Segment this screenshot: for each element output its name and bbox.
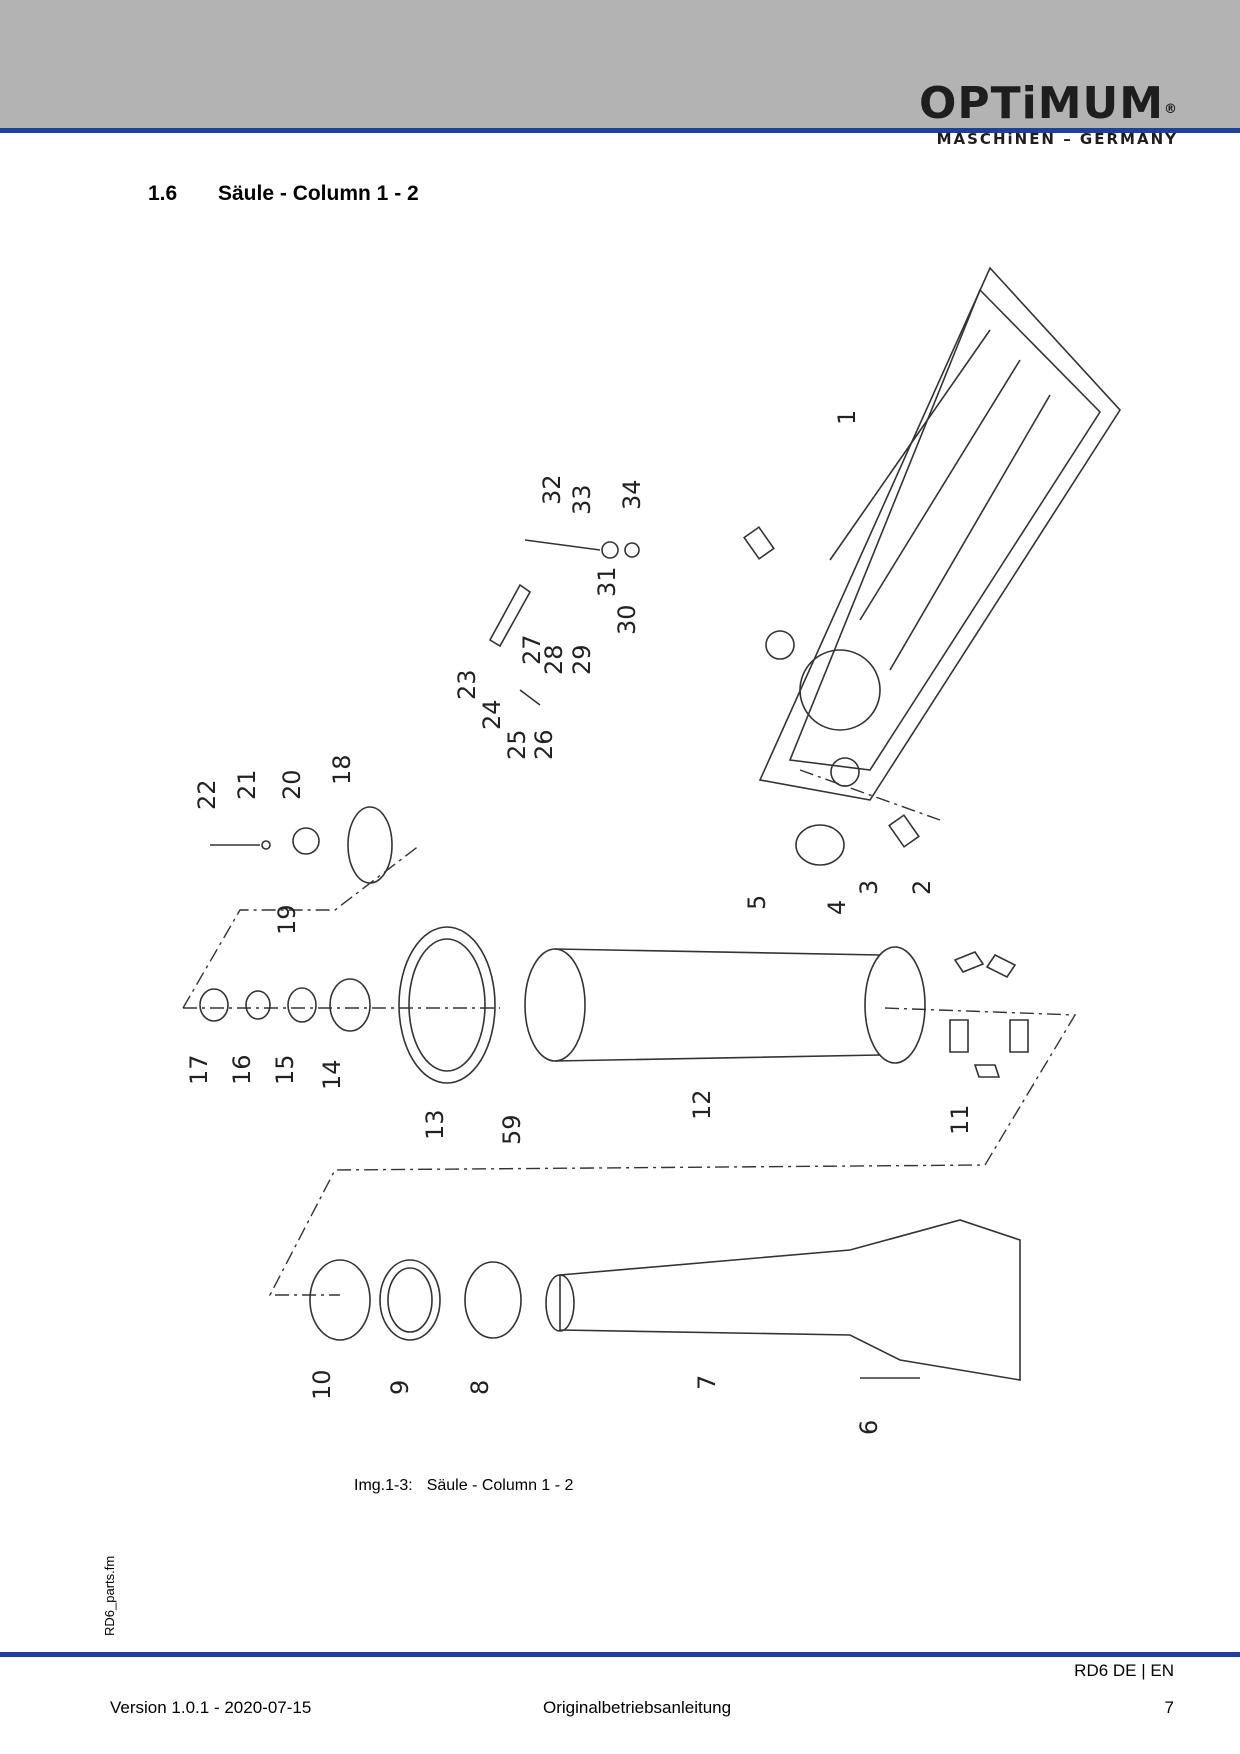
svg-text:2: 2 (908, 880, 936, 895)
svg-text:17: 17 (185, 1054, 213, 1085)
side-file-label: RD6_parts.fm (102, 1555, 117, 1636)
section-heading: 1.6 Säule - Column 1 - 2 (148, 182, 419, 206)
svg-text:16: 16 (228, 1054, 256, 1085)
figure-caption: Img.1-3: Säule - Column 1 - 2 (354, 1477, 573, 1495)
svg-text:19: 19 (273, 904, 301, 935)
svg-text:29: 29 (568, 644, 596, 675)
footer-page-number: 7 (1164, 1698, 1174, 1717)
logo-wordmark: OPTiMUM® (919, 80, 1178, 128)
svg-text:15: 15 (271, 1054, 299, 1085)
svg-text:11: 11 (946, 1104, 974, 1135)
svg-text:14: 14 (318, 1059, 346, 1090)
svg-text:20: 20 (278, 769, 306, 800)
svg-text:7: 7 (693, 1375, 721, 1390)
caption-label: Img.1-3: (354, 1477, 413, 1494)
svg-text:22: 22 (193, 779, 221, 810)
footer-doc-ref: RD6 DE | EN (1074, 1661, 1174, 1680)
svg-text:21: 21 (233, 769, 261, 800)
header-rule (0, 128, 1240, 133)
logo-subtitle: MASCHiNEN – GERMANY (936, 130, 1178, 148)
svg-text:8: 8 (466, 1380, 494, 1395)
caption-text: Säule - Column 1 - 2 (426, 1477, 574, 1494)
svg-text:9: 9 (386, 1380, 414, 1395)
svg-text:34: 34 (618, 479, 646, 510)
brand-logo: OPTiMUM® MASCHiNEN – GERMANY (919, 80, 1178, 149)
exploded-parts-drawing: 1 2 3 4 5 6 7 8 9 10 11 12 13 14 15 16 1… (182, 266, 1122, 1435)
svg-text:1: 1 (833, 410, 861, 425)
svg-text:4: 4 (823, 900, 851, 915)
svg-text:27: 27 (518, 634, 546, 665)
svg-text:10: 10 (308, 1369, 336, 1400)
svg-text:26: 26 (530, 729, 558, 760)
svg-text:12: 12 (688, 1089, 716, 1120)
footer-rule (0, 1652, 1240, 1657)
svg-text:33: 33 (568, 484, 596, 515)
svg-text:6: 6 (855, 1420, 883, 1435)
footer-manual-title: Originalbetriebsanleitung (543, 1698, 732, 1717)
svg-text:31: 31 (593, 566, 621, 597)
logo-text: OPTiMUM (918, 78, 1164, 129)
logo-registered-mark: ® (1164, 102, 1178, 117)
svg-text:18: 18 (328, 754, 356, 785)
section-number: 1.6 (148, 182, 178, 205)
header-band (0, 0, 1240, 130)
svg-text:59: 59 (498, 1114, 526, 1145)
base-plate-outline (758, 266, 1122, 801)
svg-text:32: 32 (538, 474, 566, 505)
svg-text:24: 24 (478, 699, 506, 730)
svg-text:5: 5 (743, 895, 771, 910)
base-plate-inner (788, 288, 1102, 771)
svg-text:23: 23 (453, 669, 481, 700)
svg-text:13: 13 (421, 1109, 449, 1140)
svg-text:28: 28 (540, 644, 568, 675)
svg-text:25: 25 (503, 729, 531, 760)
svg-text:3: 3 (855, 880, 883, 895)
callout-labels: 1 2 3 4 5 6 7 8 9 10 11 12 13 14 15 16 1… (185, 410, 974, 1435)
svg-text:30: 30 (613, 604, 641, 635)
section-title: Säule - Column 1 - 2 (218, 182, 419, 205)
footer-version: Version 1.0.1 - 2020-07-15 (110, 1698, 312, 1717)
